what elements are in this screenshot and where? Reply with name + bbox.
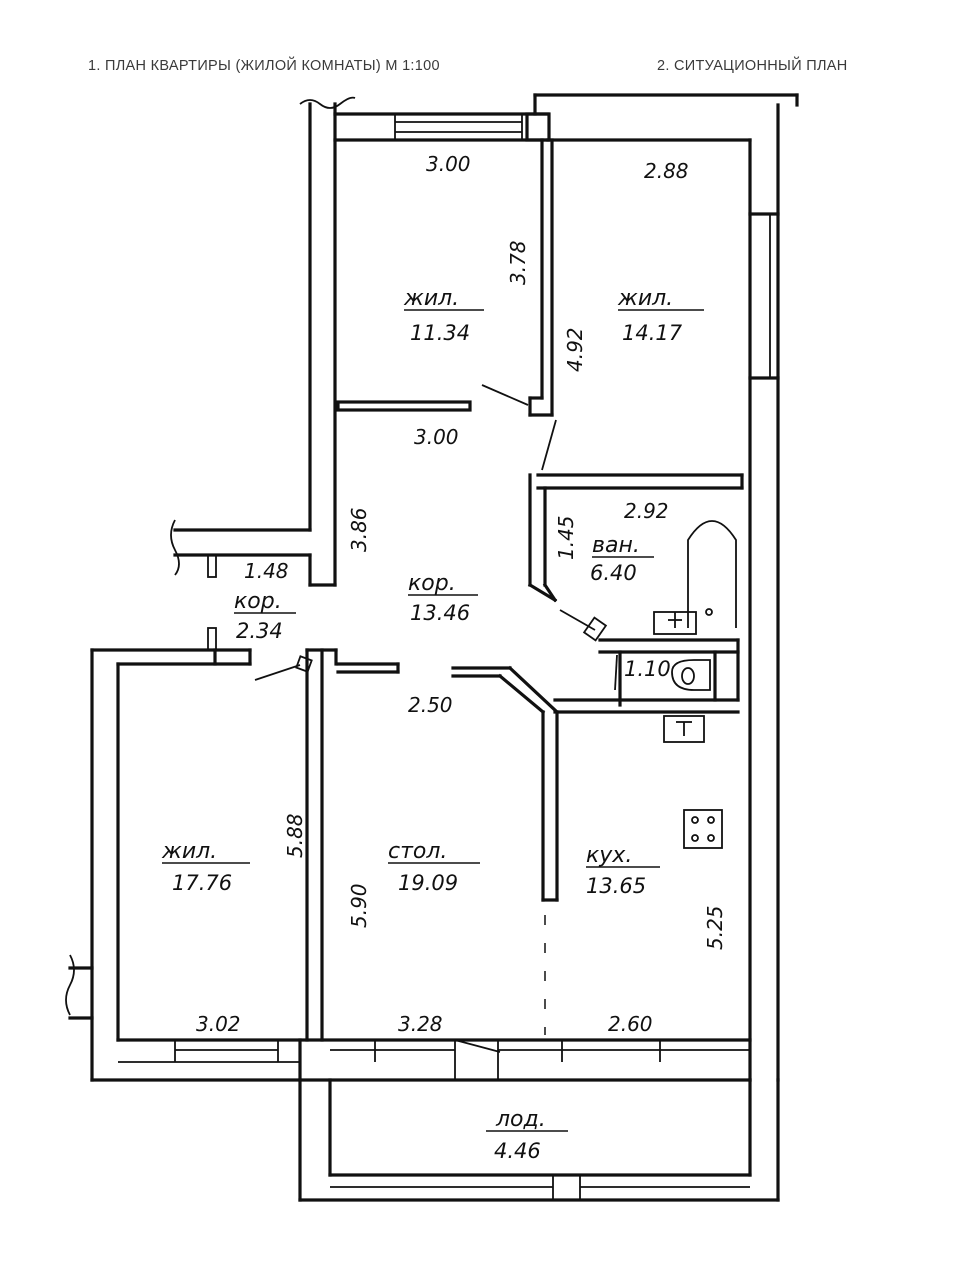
room-dining-area: 19.09 — [398, 871, 458, 895]
dimension-labels: 3.00 3.78 3.00 2.88 4.92 3.86 1.48 2.92 … — [196, 152, 727, 1036]
dim-small-corridor-width: 1.48 — [244, 559, 289, 583]
dim-dining-width: 3.28 — [398, 1012, 443, 1036]
room-kitchen-label: кух. — [586, 843, 632, 868]
room-bedroom-3-area: 17.76 — [172, 871, 232, 895]
room-bedroom-1-area: 11.34 — [410, 321, 470, 345]
room-corridor-area: 13.46 — [410, 601, 470, 625]
dim-corridor-width: 2.50 — [408, 693, 453, 717]
room-bedroom-2-label: жил. — [617, 286, 673, 311]
room-small-corridor-label: кор. — [234, 589, 282, 614]
room-toilet-area: 1.10 — [624, 657, 671, 681]
room-bedroom-2-area: 14.17 — [622, 321, 683, 345]
dim-corridor-depth: 3.86 — [347, 507, 371, 552]
dim-bath-width: 2.92 — [624, 499, 669, 523]
dim-kitchen-depth: 5.25 — [703, 905, 727, 950]
room-small-corridor-area: 2.34 — [236, 619, 283, 643]
room-labels: жил. 11.34 жил. 14.17 кор. 13.46 кор. 2.… — [161, 286, 704, 1163]
room-bedroom-3-label: жил. — [161, 839, 217, 864]
dim-bath-depth: 1.45 — [554, 515, 578, 560]
dim-bed1-width-top: 3.00 — [426, 152, 471, 176]
situation-plan-title: 2. СИТУАЦИОННЫЙ ПЛАН — [657, 58, 848, 74]
dim-dining-depth: 5.90 — [347, 883, 371, 928]
room-bedroom-1-label: жил. — [403, 286, 459, 311]
dim-kitchen-width: 2.60 — [608, 1012, 653, 1036]
room-kitchen-area: 13.65 — [586, 874, 646, 898]
dim-bed1-depth: 3.78 — [506, 240, 530, 285]
dim-bed2-width: 2.88 — [644, 159, 689, 183]
room-loggia-area: 4.46 — [494, 1139, 541, 1163]
plan-title: 1. ПЛАН КВАРТИРЫ (ЖИЛОЙ КОМНАТЫ) М 1:100 — [88, 58, 440, 74]
dim-bed1-width-bottom: 3.00 — [414, 425, 459, 449]
dim-bed2-depth: 4.92 — [563, 327, 587, 372]
room-loggia-label: лод. — [495, 1107, 546, 1132]
room-dining-label: стол. — [388, 839, 447, 864]
room-bathroom-area: 6.40 — [590, 561, 637, 585]
room-corridor-label: кор. — [408, 571, 456, 596]
dim-bed3-width: 3.02 — [196, 1012, 241, 1036]
room-bathroom-label: ван. — [592, 533, 640, 558]
dim-bed3-depth: 5.88 — [283, 813, 307, 858]
walls — [65, 93, 799, 1202]
